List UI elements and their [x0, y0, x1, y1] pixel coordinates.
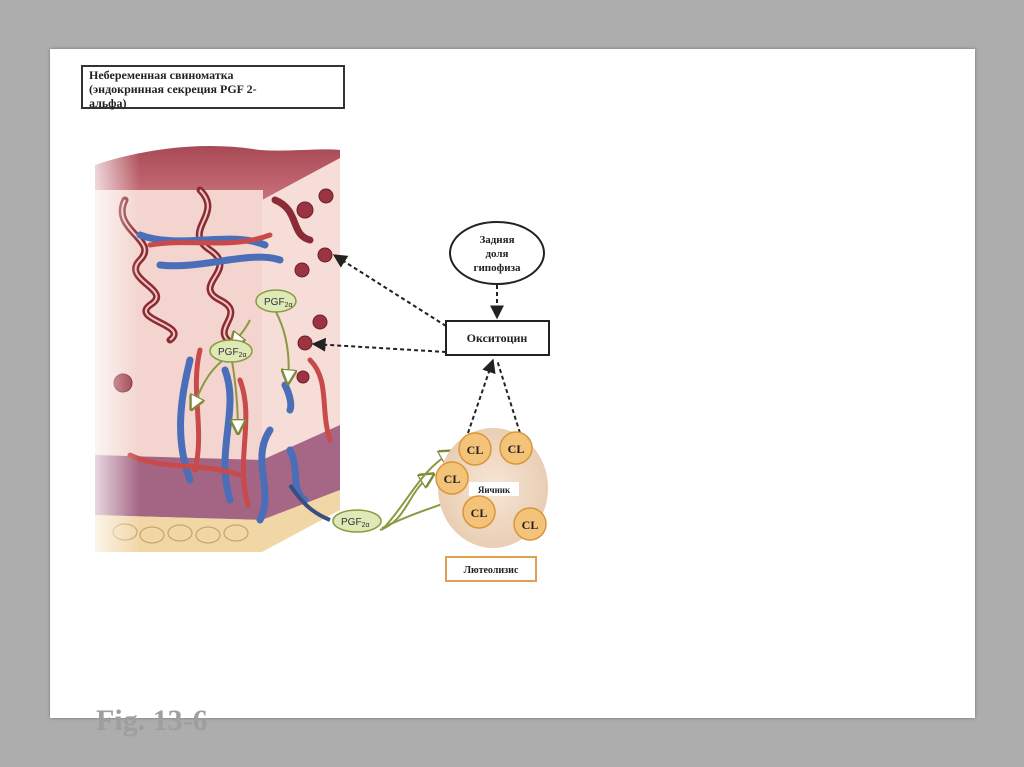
cl-circle-2: CL	[499, 431, 533, 465]
veins	[136, 231, 309, 524]
mucosa-surface	[95, 145, 340, 200]
cl-label-5: CL	[522, 518, 539, 532]
arrow-oxytocin-to-upper-glands	[332, 254, 447, 327]
green-arrow-4	[379, 475, 432, 531]
uterus-tissue-block	[80, 140, 340, 560]
figure-caption: Fig. 13-6	[96, 704, 208, 737]
ovary-label: Яичник	[478, 485, 511, 495]
cl-label-3: CL	[444, 472, 461, 486]
cl-circle-4: CL	[462, 495, 496, 529]
pgf-secretion: PGF2α PGF2α PGF2α	[192, 289, 454, 533]
left-fade	[80, 140, 140, 560]
title-line-2: (эндокринная секреция PGF 2-	[89, 82, 257, 96]
ovary: Яичник CL CL CL CL CL	[435, 428, 548, 548]
pituitary-oval	[449, 221, 545, 285]
cl-circle-1: CL	[458, 432, 492, 466]
luteolysis-label: Лютеолизис	[464, 565, 519, 576]
oxytocin-box	[445, 320, 550, 356]
oxytocin-label: Окситоцин	[467, 331, 528, 345]
pituitary-label-3: гипофиза	[473, 262, 521, 274]
pgf-oval-lower: PGF2α	[288, 483, 382, 533]
arrow-oxytocin-to-lower-glands	[311, 337, 447, 353]
myometrium-layer	[95, 425, 340, 520]
green-arrow-3	[275, 311, 289, 382]
hormone-pathway: Задняя доля гипофиза Окситоцин	[311, 221, 550, 434]
ovary-label-bg	[469, 482, 519, 496]
cl-label-1: CL	[467, 443, 484, 457]
arrow-cl-to-oxytocin-2	[496, 359, 521, 434]
title-line-1: Небеременная свиноматка	[89, 68, 234, 82]
pgf-oval-upper: PGF2α	[255, 289, 297, 313]
pgf-oval-middle: PGF2α	[209, 339, 253, 363]
cl-circle-5: CL	[513, 507, 547, 541]
title-box: Небеременная свиноматка (эндокринная сек…	[81, 65, 345, 110]
pgf-upper-label: PGF2α	[264, 297, 293, 309]
cl-label-4: CL	[471, 506, 488, 520]
pgf-lower-label: PGF2α	[341, 517, 370, 529]
pgf-middle-label: PGF2α	[218, 347, 247, 359]
green-arrow-2	[232, 360, 238, 432]
luteolysis-box: Лютеолизис	[445, 556, 537, 582]
green-arrow-1	[192, 360, 223, 408]
serosa-layer	[95, 490, 340, 552]
green-arrow-5	[381, 452, 452, 531]
title-line-3: альфа)	[89, 96, 127, 110]
cl-circle-3: CL	[435, 461, 469, 495]
pituitary-label-2: доля	[485, 248, 508, 260]
cl-label-2: CL	[508, 442, 525, 456]
arrow-cl-to-oxytocin-1	[467, 358, 496, 434]
pituitary-label-1: Задняя	[479, 234, 514, 246]
